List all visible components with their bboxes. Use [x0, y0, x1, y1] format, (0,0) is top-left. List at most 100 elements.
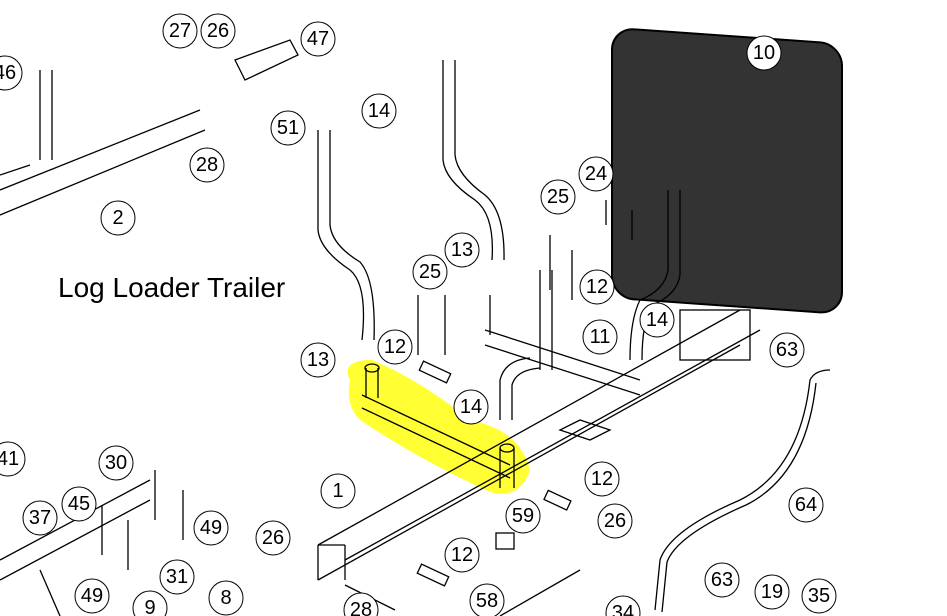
callout-part-14: 14 — [453, 389, 489, 425]
callout-number: 26 — [207, 20, 229, 42]
callout-number: 19 — [761, 581, 783, 603]
callout-part-51: 51 — [270, 110, 306, 146]
callout-part-34: 34 — [605, 595, 641, 616]
callout-circle — [746, 35, 782, 71]
diagram-title: Log Loader Trailer — [58, 272, 286, 303]
callout-circle — [584, 461, 620, 497]
callout-number: 49 — [81, 585, 103, 607]
callout-number: 2 — [112, 207, 123, 229]
callout-part-26: 26 — [200, 13, 236, 49]
callout-part-11: 11 — [582, 319, 618, 355]
callout-part-14: 14 — [361, 93, 397, 129]
callout-circle — [74, 578, 110, 614]
callout-circle — [132, 590, 168, 616]
callout-number: 28 — [196, 154, 218, 176]
callout-circle — [98, 445, 134, 481]
callout-part-59: 59 — [505, 498, 541, 534]
callout-circle — [754, 574, 790, 610]
callout-circle — [208, 580, 244, 616]
stake-pipes — [317, 60, 681, 420]
callout-circle — [582, 319, 618, 355]
callout-part-25: 25 — [412, 254, 448, 290]
callout-part-1: 1 — [320, 473, 356, 509]
callout-circle — [162, 13, 198, 49]
callout-part-64: 64 — [788, 487, 824, 523]
callout-number: 64 — [795, 494, 817, 516]
callout-part-45: 45 — [61, 486, 97, 522]
callout-number: 49 — [200, 517, 222, 539]
callout-part-30: 30 — [98, 445, 134, 481]
callout-number: 63 — [711, 569, 733, 591]
callout-circle — [605, 595, 641, 616]
callout-number: 30 — [105, 452, 127, 474]
callout-circle — [505, 498, 541, 534]
callout-circle — [469, 583, 505, 616]
callout-number: 27 — [169, 20, 191, 42]
callout-circle — [801, 578, 837, 614]
callout-number: 10 — [753, 42, 775, 64]
callout-circle — [769, 332, 805, 368]
callout-circle — [343, 592, 379, 616]
callout-part-37: 37 — [22, 500, 58, 536]
callout-part-10: 10 — [746, 35, 782, 71]
callout-circle — [189, 147, 225, 183]
callout-number: 41 — [0, 448, 19, 470]
callout-number: 25 — [547, 186, 569, 208]
callout-part-26: 26 — [597, 503, 633, 539]
callout-circle — [704, 562, 740, 598]
callout-part-24: 24 — [578, 156, 614, 192]
callout-part-13: 13 — [444, 232, 480, 268]
callout-part-35: 35 — [801, 578, 837, 614]
callout-part-12: 12 — [579, 269, 615, 305]
callout-circle — [578, 156, 614, 192]
callout-part-9: 9 — [132, 590, 168, 616]
callout-number: 28 — [350, 599, 372, 616]
callout-number: 12 — [451, 544, 473, 566]
callout-number: 1 — [332, 480, 343, 502]
callout-number: 26 — [604, 510, 626, 532]
callout-number: 25 — [419, 261, 441, 283]
callout-number: 58 — [476, 590, 498, 612]
callout-part-41: 41 — [0, 441, 26, 477]
callout-number: 14 — [646, 309, 668, 331]
callout-circle — [270, 110, 306, 146]
callout-part-25: 25 — [540, 179, 576, 215]
callout-part-28: 28 — [343, 592, 379, 616]
callout-circle — [300, 342, 336, 378]
callout-circle — [444, 232, 480, 268]
callout-part-13: 13 — [300, 342, 336, 378]
callout-number: 8 — [220, 587, 231, 609]
callout-circle — [639, 302, 675, 338]
callout-circle — [159, 559, 195, 595]
callout-circle — [361, 93, 397, 129]
callout-circle — [597, 503, 633, 539]
callout-part-12: 12 — [377, 329, 413, 365]
callout-part-14: 14 — [639, 302, 675, 338]
callout-number: 13 — [307, 349, 329, 371]
callout-part-31: 31 — [159, 559, 195, 595]
callout-circle — [61, 486, 97, 522]
crossbar — [361, 270, 641, 488]
callout-part-12: 12 — [584, 461, 620, 497]
callout-circle — [255, 520, 291, 556]
callout-circle — [444, 537, 480, 573]
callout-circle — [22, 500, 58, 536]
callout-circle — [193, 510, 229, 546]
callout-number: 12 — [384, 336, 406, 358]
callout-number: 12 — [591, 468, 613, 490]
callout-circle — [377, 329, 413, 365]
callout-circle — [320, 473, 356, 509]
callout-number: 46 — [0, 62, 16, 84]
main-beam — [317, 309, 761, 581]
callout-number: 14 — [460, 396, 482, 418]
callout-circle — [300, 21, 336, 57]
callout-part-47: 47 — [300, 21, 336, 57]
callout-circle — [788, 487, 824, 523]
callout-part-63: 63 — [769, 332, 805, 368]
callout-number: 13 — [451, 239, 473, 261]
callout-number: 14 — [368, 100, 390, 122]
callout-number: 9 — [144, 597, 155, 616]
callout-number: 45 — [68, 493, 90, 515]
callout-part-46: 46 — [0, 55, 23, 91]
